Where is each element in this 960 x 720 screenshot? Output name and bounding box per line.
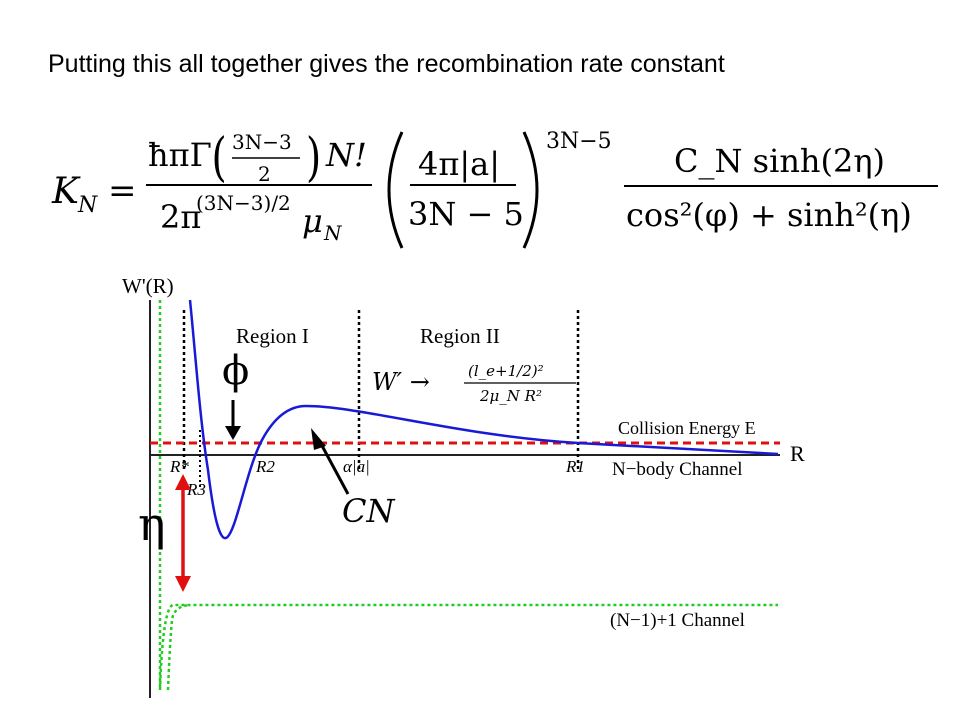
tick-r2: R2 (255, 457, 275, 476)
lower-channel-well (166, 603, 191, 691)
nbody-channel-label: N−body Channel (612, 459, 743, 480)
tick-r3: R3 (186, 480, 206, 499)
factor1-gamma-arg-den: 2 (258, 162, 271, 186)
collision-energy-label: Collision Energy E (618, 418, 756, 438)
factor3-numerator: C_N sinh(2η) (674, 142, 885, 180)
factor1-gamma-open-paren: ( (212, 126, 227, 187)
factor3-denominator: cos²(φ) + sinh²(η) (626, 196, 912, 234)
factor1-denominator-mu: μ (302, 202, 323, 240)
region1-label: Region I (236, 324, 309, 348)
factor1-denominator-base: 2π (160, 198, 201, 236)
y-axis-label: W'(R) (122, 274, 174, 298)
potential-curve (188, 299, 779, 540)
formula-equals: = (108, 171, 137, 211)
rate-constant-formula: K N = ħπΓ ( 3N−3 2 ) N! 2π (3N−3)/2 μ N … (51, 126, 938, 249)
eta-symbol: η (138, 497, 166, 551)
factor2-numerator: 4π|a| (418, 145, 500, 183)
region2-label: Region II (420, 324, 500, 348)
asymptote-formula-lhs: W′ → (372, 368, 430, 396)
lower-channel-curve (158, 300, 778, 691)
tick-r-star: R* (169, 457, 189, 476)
eta-arrow-head-up (175, 474, 191, 490)
tick-r1: R1 (565, 457, 585, 476)
asymptote-formula-num: (l_e+1/2)² (468, 362, 544, 380)
formula-lhs-subscript: N (77, 193, 98, 218)
cn-arrow-head (311, 428, 326, 450)
factor1-denominator-exp: (3N−3)/2 (196, 191, 291, 215)
factor2-exponent: 3N−5 (546, 129, 612, 154)
factor1-gamma-arg-num: 3N−3 (232, 130, 292, 154)
factor1-gamma-close-paren: ) (306, 126, 321, 187)
phi-symbol: ϕ (222, 348, 249, 394)
factor2-open-paren (387, 131, 404, 249)
factor1-numerator: ħπΓ (148, 136, 212, 174)
asymptote-formula-den: 2μ_N R² (479, 387, 542, 405)
cn-label: CN (342, 492, 395, 530)
factor1-factorial: N! (325, 136, 367, 174)
phi-arrow-head (225, 426, 241, 440)
factor2-denominator: 3N − 5 (408, 195, 524, 233)
cn-arrow-shaft (318, 441, 350, 495)
tick-alpha-a: α|a| (343, 457, 370, 476)
formula-lhs-symbol: K (51, 171, 81, 212)
lower-channel-label: (N−1)+1 Channel (610, 610, 745, 631)
eta-arrow-head-down (175, 576, 191, 592)
factor1-denominator-mu-sub: N (323, 221, 343, 245)
x-axis-label: R (790, 441, 805, 466)
page-title: Putting this all together gives the reco… (48, 50, 725, 78)
factor2-close-paren (522, 131, 539, 249)
